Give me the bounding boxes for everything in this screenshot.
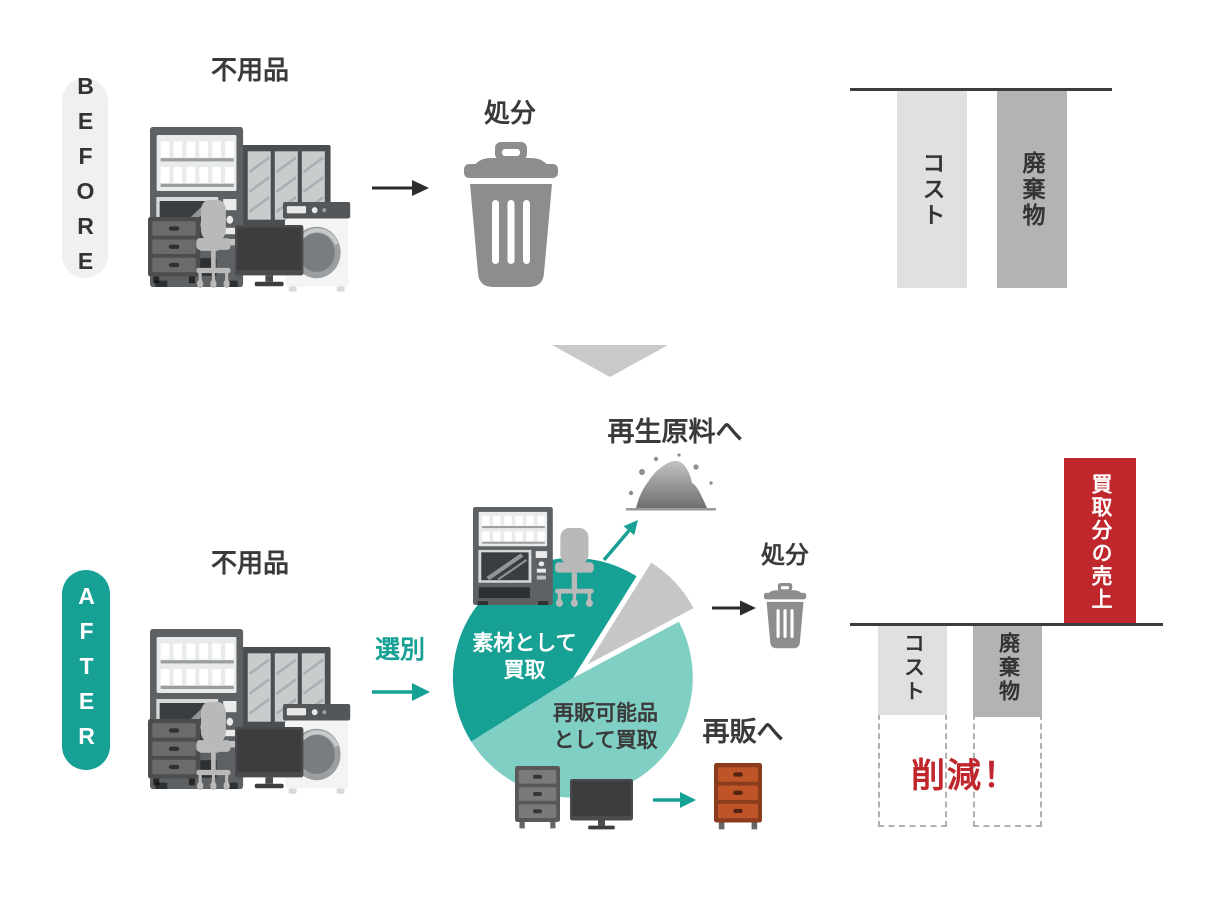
pie-label-material-line2: 買取 (503, 659, 546, 682)
reduction-label: 削減！ (911, 757, 1019, 795)
pie-segment-disposal (587, 562, 694, 665)
after-badge: AFTER (62, 570, 110, 770)
after-disposal-label: 処分 (761, 542, 809, 569)
after-unused-items-illustration (148, 629, 350, 794)
recycle-arrow-icon (602, 520, 638, 562)
after-revenue-bar: 買取分の売上 (1064, 458, 1136, 625)
before-disposal-label: 処分 (483, 98, 536, 128)
before-waste-ghost-outline (973, 626, 1042, 827)
before-arrow-right-icon (372, 180, 429, 196)
pie-label-material-line1: 素材として (472, 632, 577, 655)
after-waste-bar: 廃棄物 (973, 626, 1042, 717)
after-disposal-arrow-icon (712, 600, 756, 616)
after-cost-bar: コスト (878, 626, 947, 715)
resale-destination-label: 再販へ (702, 717, 784, 747)
before-cost-ghost-outline (878, 626, 947, 827)
after-items-label: 不用品 (210, 548, 289, 578)
recycled-material-mound-icon (626, 453, 716, 511)
pie-segment-resale-buyback (471, 621, 693, 798)
pie-label-material-buyback: 素材として 買取 (457, 630, 592, 684)
sorting-arrow-icon (372, 683, 430, 701)
recycle-destination-label: 再生原料へ (607, 417, 743, 447)
before-trash-can-icon (464, 142, 558, 287)
pie-label-resale-buyback: 再販可能品 として買取 (528, 700, 683, 754)
before-cost-bar: コスト (897, 91, 967, 288)
before-unused-items-illustration (148, 127, 350, 292)
transition-triangle-icon (552, 345, 668, 377)
pie-label-resale-line1: 再販可能品 (553, 702, 658, 725)
before-items-label: 不用品 (210, 55, 289, 85)
after-trash-can-icon (763, 583, 807, 649)
pie-label-resale-line2: として買取 (553, 729, 658, 752)
pie-items-vending-chair-illustration (473, 507, 594, 607)
before-waste-bar: 廃棄物 (997, 91, 1067, 288)
before-chart-baseline (850, 88, 1112, 91)
after-chart-baseline (850, 623, 1163, 626)
resale-chest-icon (714, 763, 762, 830)
before-badge: BEFORE (62, 73, 108, 283)
resale-arrow-icon (653, 792, 696, 808)
sorting-label: 選別 (374, 636, 425, 664)
